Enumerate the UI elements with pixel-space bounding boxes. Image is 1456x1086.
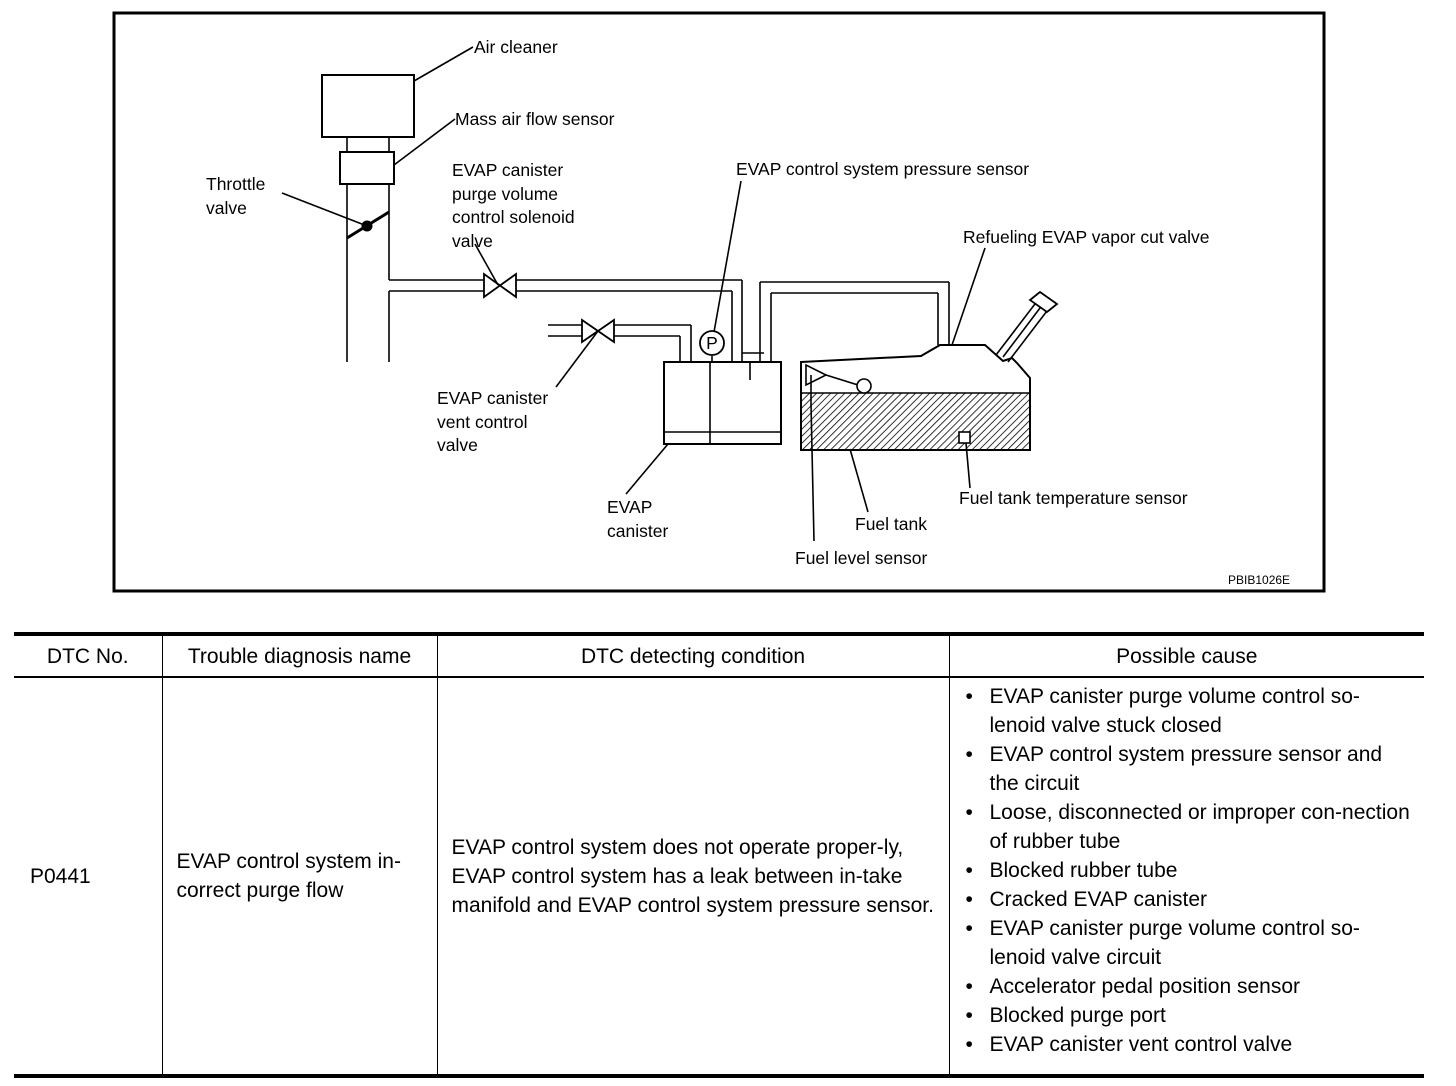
possible-cause-list: EVAP canister purge volume control so-le… — [960, 682, 1415, 1059]
dtc-no-cell: P0441 — [14, 677, 163, 1078]
list-item: Blocked rubber tube — [960, 856, 1415, 885]
fuel-temp-sensor-symbol — [958, 431, 971, 444]
fuel-level-hatch — [802, 393, 1029, 449]
evap-canister-label: EVAP canister — [607, 497, 668, 541]
fuel-level-float — [856, 378, 872, 394]
evap-system-diagram: P Air cleaner Mass air flow sensor Throt… — [112, 11, 1326, 593]
possible-cause-cell: EVAP canister purge volume control so-le… — [948, 677, 1424, 1078]
fuel-level-sensor-label: Fuel level sensor — [795, 548, 927, 568]
fuel-tank-label: Fuel tank — [855, 514, 927, 534]
mass-air-flow-sensor-label: Mass air flow sensor — [455, 109, 615, 129]
list-item: Blocked purge port — [960, 1001, 1415, 1030]
header-trouble-diagnosis-name: Trouble diagnosis name — [161, 632, 438, 678]
list-item: Accelerator pedal position sensor — [960, 972, 1415, 1001]
mass-air-flow-sensor-box — [339, 151, 395, 185]
purge-solenoid-valve-label: EVAP canister purge volume control solen… — [452, 160, 579, 251]
pressure-sensor-symbol — [699, 330, 725, 356]
vapor-cut-valve-label: Refueling EVAP vapor cut valve — [963, 227, 1209, 247]
list-item: Cracked EVAP canister — [960, 885, 1415, 914]
filler-cap — [1028, 290, 1059, 314]
list-item: EVAP canister purge volume control so-le… — [960, 682, 1415, 740]
fuel-tank-temp-sensor-label: Fuel tank temperature sensor — [959, 488, 1188, 508]
header-possible-cause: Possible cause — [948, 632, 1424, 678]
dtc-table: DTC No. Trouble diagnosis name DTC detec… — [14, 632, 1424, 1078]
header-dtc-detecting-condition: DTC detecting condition — [436, 632, 950, 678]
trouble-diagnosis-name-cell: EVAP control system in-correct purge flo… — [161, 677, 438, 1078]
list-item: EVAP canister purge volume control so-le… — [960, 914, 1415, 972]
list-item: EVAP control system pressure sensor and … — [960, 740, 1415, 798]
evap-canister-body — [663, 361, 782, 445]
diagram-border — [112, 11, 1326, 593]
pressure-sensor-letter: P — [706, 333, 718, 353]
list-item: Loose, disconnected or improper con-nect… — [960, 798, 1415, 856]
header-dtc-no: DTC No. — [14, 632, 163, 678]
pressure-sensor-label: EVAP control system pressure sensor — [736, 159, 1029, 179]
air-cleaner-label: Air cleaner — [474, 37, 558, 57]
dtc-detecting-condition-cell: EVAP control system does not operate pro… — [436, 677, 950, 1078]
air-cleaner-box — [321, 74, 415, 138]
table-header-row: DTC No. Trouble diagnosis name DTC detec… — [14, 632, 1424, 678]
figure-code: PBIB1026E — [1228, 573, 1290, 587]
list-item: EVAP canister vent control valve — [960, 1030, 1415, 1059]
vent-control-valve-label: EVAP canister vent control valve — [437, 388, 553, 455]
throttle-valve-label: Throttle valve — [206, 174, 270, 218]
purge-solenoid-valve-symbol — [483, 272, 517, 299]
table-row: P0441 EVAP control system in-correct pur… — [14, 677, 1424, 1078]
